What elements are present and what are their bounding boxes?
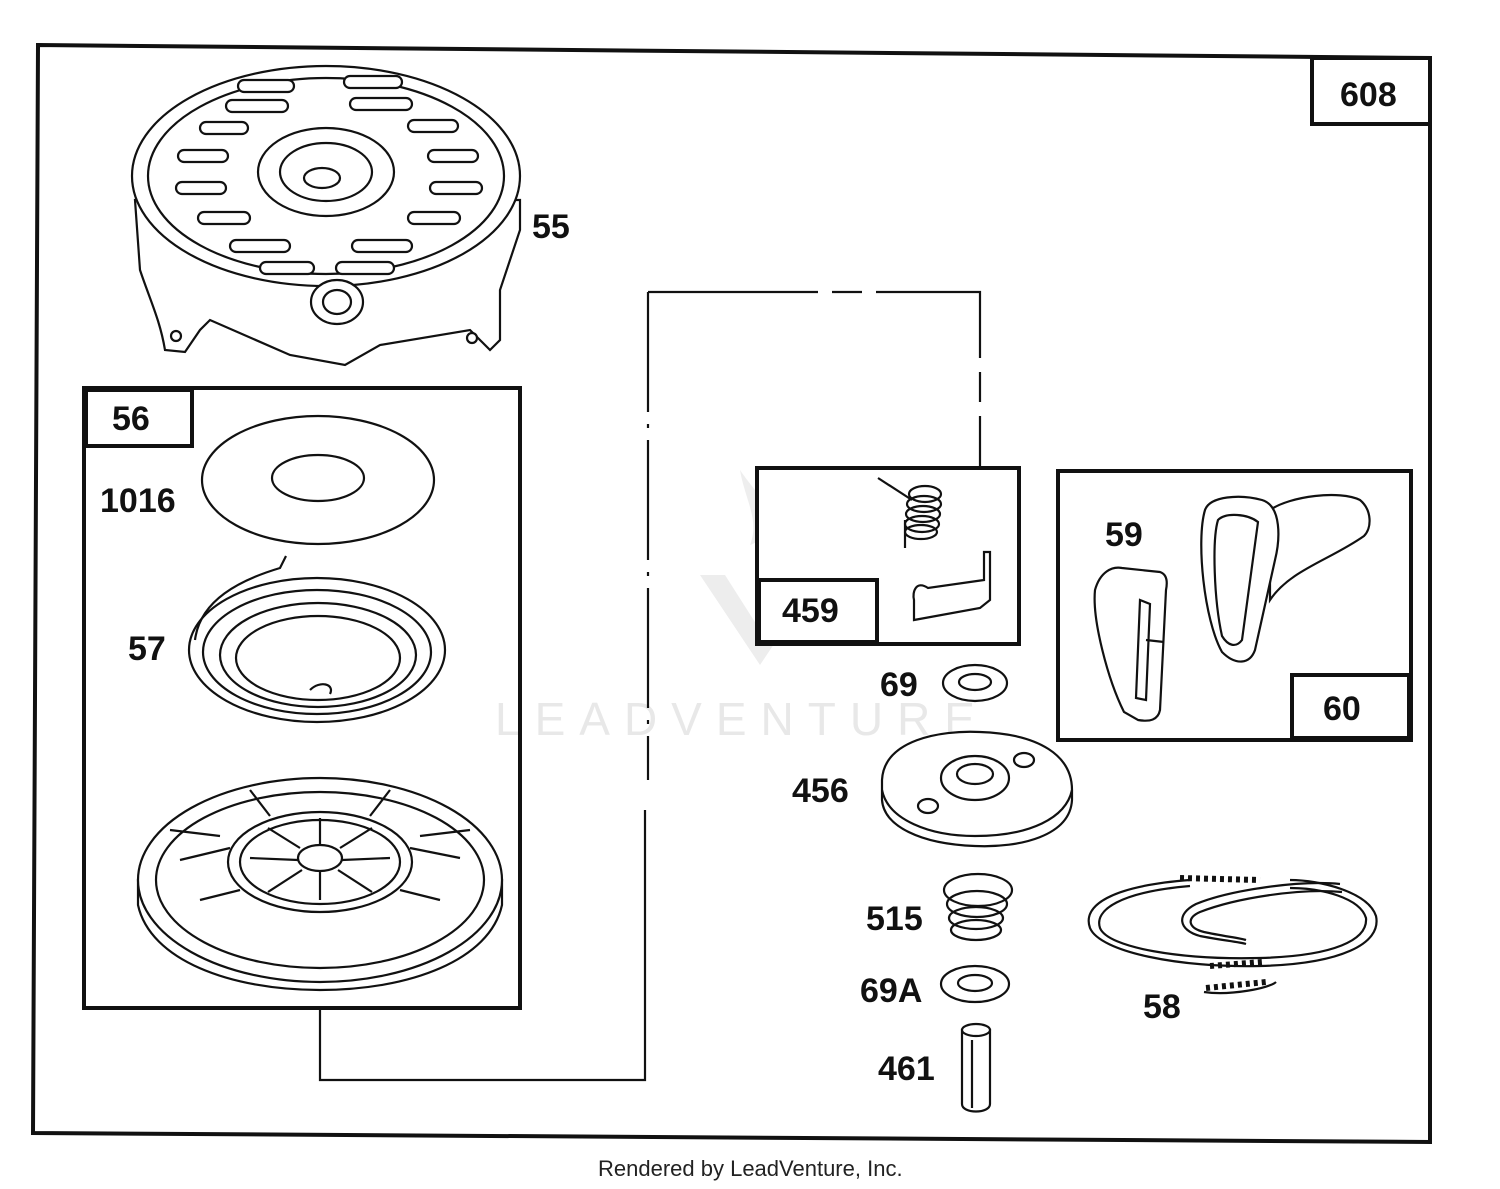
callout-washer-top: 1016 [100,482,176,520]
callout-rope: 58 [1143,988,1181,1026]
callout-handle-insert: 59 [1105,516,1143,554]
footer-credit: Rendered by LeadVenture, Inc. [598,1156,903,1181]
callout-pin: 461 [878,1050,935,1088]
callout-retainer: 456 [792,772,849,810]
box-label-459: 459 [782,592,839,630]
handle-box: 60 59 [1056,469,1413,742]
starter-pulley-part [136,776,504,992]
outer-frame [30,42,1432,1145]
callout-housing: 55 [532,208,570,246]
retainer-part [880,730,1074,848]
pawl-part [912,550,992,622]
rewind-spring-part [187,555,447,724]
watermark-text: LEADVENTURE [495,693,989,745]
handle-part [1200,494,1371,663]
starter-pulley-box: 56 [82,386,522,1010]
callout-rewind-spring: 57 [128,630,166,668]
callout-washer-69: 69 [880,666,918,704]
callout-spring-515: 515 [866,900,923,938]
washer-69-part [941,663,1009,703]
pawl-spring-part [877,477,943,548]
housing-part [130,64,522,367]
washer-1016-part [200,414,436,546]
washer-69a-part [939,964,1011,1004]
assembly-number-box: 608 [1310,56,1432,126]
pawl-kit-box: 459 [755,466,1021,646]
assembly-number: 608 [1340,76,1397,114]
connector-line [318,290,982,1082]
box-label-60: 60 [1323,690,1361,728]
callout-washer-69a: 69A [860,972,922,1010]
rope-part [1087,875,1378,995]
handle-insert-part [1093,566,1168,722]
box-label-56: 56 [112,400,150,438]
pin-part [960,1022,992,1113]
spring-515-part [942,872,1014,942]
